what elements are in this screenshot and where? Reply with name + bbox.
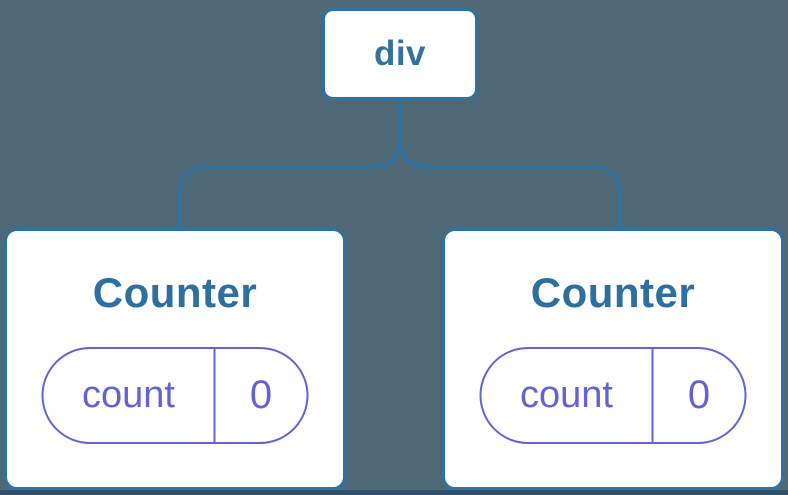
diagram-bottom-edge (0, 490, 788, 495)
state-value: 0 (687, 373, 711, 417)
state-pill-divider (651, 349, 654, 442)
counter-card-left: Counter count 0 (4, 228, 346, 490)
connector-left-branch (178, 138, 402, 230)
state-pill: count 0 (41, 347, 309, 444)
state-pill: count 0 (479, 347, 747, 444)
counter-card-title: Counter (530, 269, 696, 316)
root-node-div: div (322, 8, 478, 100)
counter-card-title: Counter (92, 269, 258, 316)
state-key-label: count (520, 374, 613, 416)
counter-card-right: Counter count 0 (442, 228, 784, 490)
state-pill-divider (213, 349, 216, 442)
state-key-label: count (82, 374, 175, 416)
connector-right-branch (398, 138, 622, 230)
state-value: 0 (249, 373, 273, 417)
root-node-label: div (373, 34, 427, 73)
